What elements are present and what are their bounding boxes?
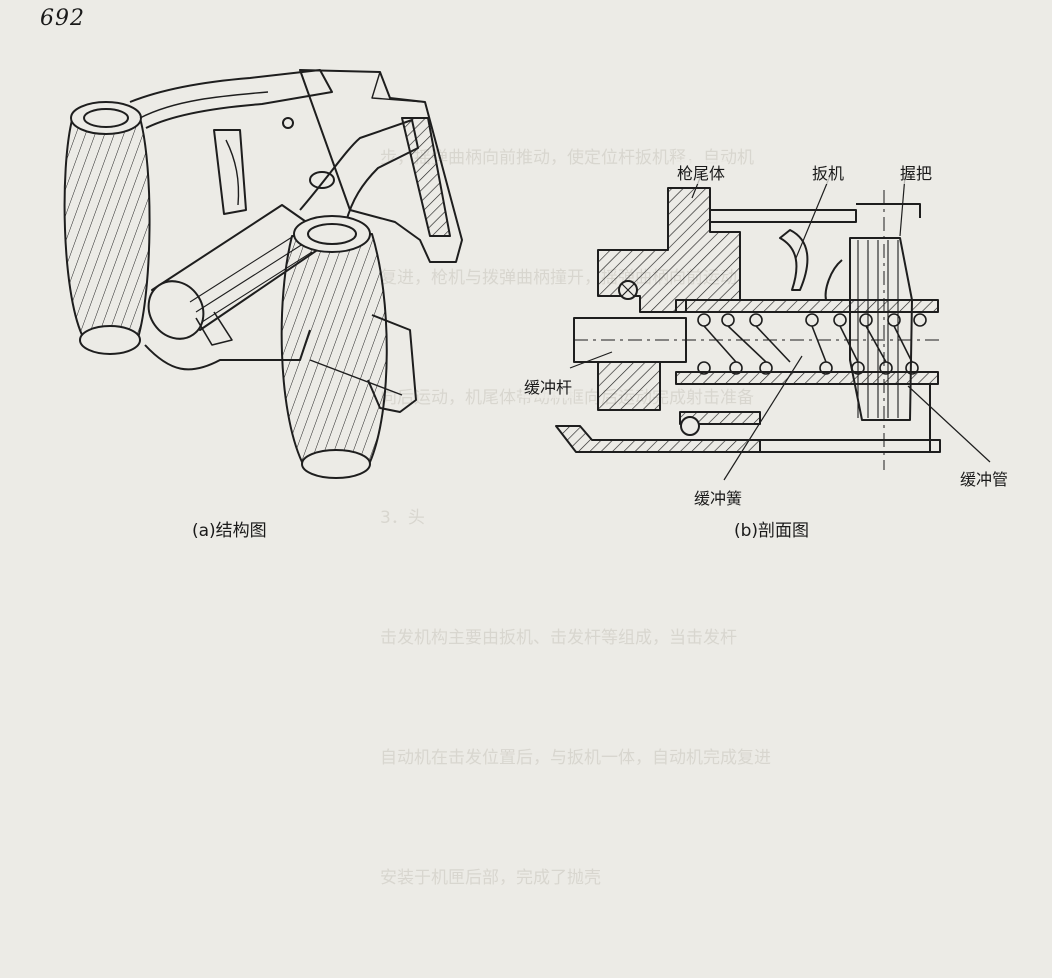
label-buffer-tube: 缓冲管	[958, 466, 1011, 490]
left-grip-arm	[129, 69, 333, 129]
label-trigger: 扳机	[810, 160, 847, 184]
leader-lines	[569, 175, 991, 481]
bleed-line: 安装于机匣后部，完成了抛壳	[380, 868, 601, 888]
label-buffer-spring: 缓冲簧	[692, 485, 745, 509]
figure-svg	[63, 69, 991, 481]
figure-b-caption: (b)剖面图	[734, 521, 810, 541]
left-grip	[63, 101, 151, 355]
grip-section	[849, 237, 913, 421]
right-grip	[280, 215, 388, 479]
buffer-spring-coils	[697, 313, 927, 375]
receiver-body	[144, 69, 463, 413]
bleed-line: 步，摇弹曲柄向前推动，使定位杆扳机释，自动机	[380, 148, 754, 168]
page-number: 692	[40, 6, 85, 31]
label-grip: 握把	[898, 160, 935, 184]
bleed-line: 击发机构主要由扳机、击发杆等组成，当击发杆	[380, 628, 737, 648]
section-drawing	[555, 175, 991, 481]
bleed-line: 3．头	[380, 508, 425, 528]
buffer-tube	[675, 299, 939, 385]
structure-drawing	[63, 69, 463, 479]
buffer-cylinder	[147, 171, 335, 346]
trigger-shape	[779, 229, 809, 291]
book-page: 692 步，摇弹曲柄向前推动，使定位杆扳机释，自动机 复进，枪机与拨弹曲柄撞开，…	[40, 6, 1011, 888]
figure-a-caption: (a)结构图	[192, 521, 267, 541]
bleed-line: 自动机在击发位置后，与扳机一体，自动机完成复进	[380, 748, 771, 768]
label-buffer-rod: 缓冲杆	[522, 374, 575, 398]
label-gun-tail-body: 枪尾体	[675, 160, 728, 184]
